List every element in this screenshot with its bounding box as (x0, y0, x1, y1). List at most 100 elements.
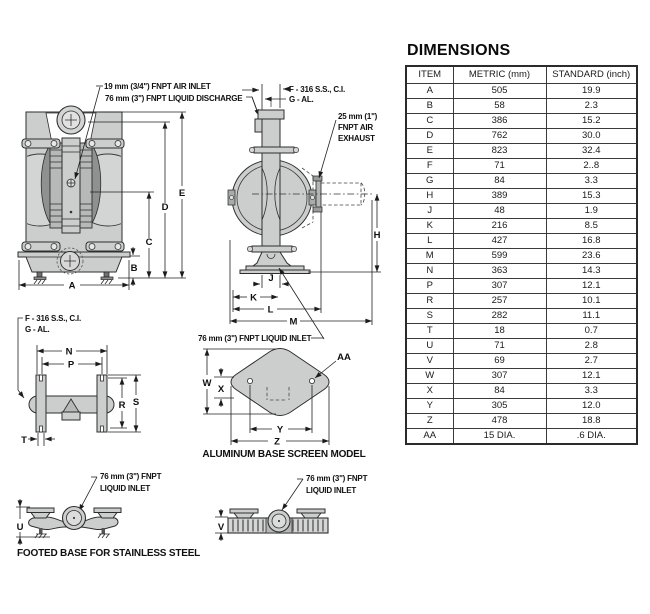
table-cell: 12.0 (545, 398, 638, 414)
dim-label-j: J (268, 273, 273, 284)
table-cell: 30.0 (545, 128, 638, 144)
table-cell: 3.3 (545, 383, 638, 399)
footed-base-caption: FOOTED BASE FOR STAINLESS STEEL (17, 548, 200, 559)
front-view-figure: E D C B A 19 mm (3/4") FNPT AIR INLET 76… (17, 82, 260, 292)
dim-label-p: P (68, 360, 75, 371)
table-cell: 12.1 (545, 368, 638, 384)
dim-label-aa: AA (337, 352, 351, 363)
table-cell: 307 (452, 368, 547, 384)
table-cell: 2.8 (545, 338, 638, 354)
material-f-callout-2: F - 316 S.S., C.I. (25, 314, 81, 323)
liquid-discharge-callout: 76 mm (3") FNPT LIQUID DISCHARGE (105, 94, 243, 103)
table-cell: 23.6 (545, 248, 638, 264)
dim-label-c: C (146, 237, 153, 248)
table-cell: 216 (452, 218, 547, 234)
table-cell: A (405, 83, 454, 99)
table-cell: V (405, 353, 454, 369)
table-cell: AA (405, 428, 454, 445)
table-cell: 11.1 (545, 308, 638, 324)
header-item: ITEM (405, 65, 454, 84)
table-cell: 307 (452, 278, 547, 294)
table-cell: 0.7 (545, 323, 638, 339)
air-inlet-callout: 19 mm (3/4") FNPT AIR INLET (104, 82, 211, 91)
table-cell: 19.9 (545, 83, 638, 99)
table-cell: .6 DIA. (545, 428, 638, 445)
table-cell: H (405, 188, 454, 204)
table-cell: 84 (452, 173, 547, 189)
table-cell: T (405, 323, 454, 339)
table-cell: F (405, 158, 454, 174)
liquid-inlet-callout-left-2: LIQUID INLET (100, 484, 150, 493)
table-cell: 12.1 (545, 278, 638, 294)
table-cell: 2.7 (545, 353, 638, 369)
table-cell: 15 DIA. (452, 428, 547, 445)
material-g-callout-2: G - AL. (25, 325, 50, 334)
table-cell: W (405, 368, 454, 384)
dim-label-v: V (218, 522, 225, 533)
table-cell: 478 (452, 413, 547, 429)
liquid-inlet-callout-right-2: LIQUID INLET (306, 486, 356, 495)
table-cell: 386 (452, 113, 547, 129)
table-cell: D (405, 128, 454, 144)
dimensions-title: DIMENSIONS (407, 42, 511, 59)
footprint-top-view: F - 316 S.S., C.I. G - AL. N P R S T (17, 314, 141, 446)
dim-label-y: Y (277, 425, 284, 436)
table-cell: E (405, 143, 454, 159)
liquid-inlet-callout-left-1: 76 mm (3") FNPT (100, 472, 162, 481)
dim-label-d: D (162, 202, 169, 213)
table-cell: B (405, 98, 454, 114)
table-cell: 257 (452, 293, 547, 309)
table-cell: 389 (452, 188, 547, 204)
table-cell: L (405, 233, 454, 249)
dim-label-r: R (119, 400, 126, 411)
dim-label-e: E (179, 188, 185, 199)
table-header-row: ITEM METRIC (mm) STANDARD (inch) (405, 65, 638, 84)
table-cell: 16.8 (545, 233, 638, 249)
dim-label-k: K (250, 293, 257, 304)
table-cell: Y (405, 398, 454, 414)
table-cell: X (405, 383, 454, 399)
table-cell: M (405, 248, 454, 264)
table-cell: 8.5 (545, 218, 638, 234)
header-standard: STANDARD (inch) (545, 65, 638, 84)
table-cell: 48 (452, 203, 547, 219)
table-cell: 84 (452, 383, 547, 399)
table-cell: 14.3 (545, 263, 638, 279)
dim-label-t: T (21, 435, 27, 446)
air-exhaust-callout-line1: 25 mm (1") (338, 112, 378, 121)
table-cell: 2.3 (545, 98, 638, 114)
screen-model-caption: ALUMINUM BASE SCREEN MODEL (202, 449, 365, 460)
dim-label-n: N (66, 347, 73, 358)
table-cell: N (405, 263, 454, 279)
dim-label-x: X (218, 384, 225, 395)
table-cell: 427 (452, 233, 547, 249)
side-view-figure: F - 316 S.S., C.I. G - AL. 25 mm (1") FN… (198, 84, 381, 343)
material-f-callout: F - 316 S.S., C.I. (289, 85, 345, 94)
table-cell: 305 (452, 398, 547, 414)
dim-label-h: H (374, 230, 381, 241)
dim-label-m: M (290, 317, 298, 328)
liquid-inlet-callout-right-1: 76 mm (3") FNPT (306, 474, 368, 483)
dim-label-s: S (133, 397, 139, 408)
material-g-callout: G - AL. (289, 95, 314, 104)
table-cell: 363 (452, 263, 547, 279)
table-cell: J (405, 203, 454, 219)
